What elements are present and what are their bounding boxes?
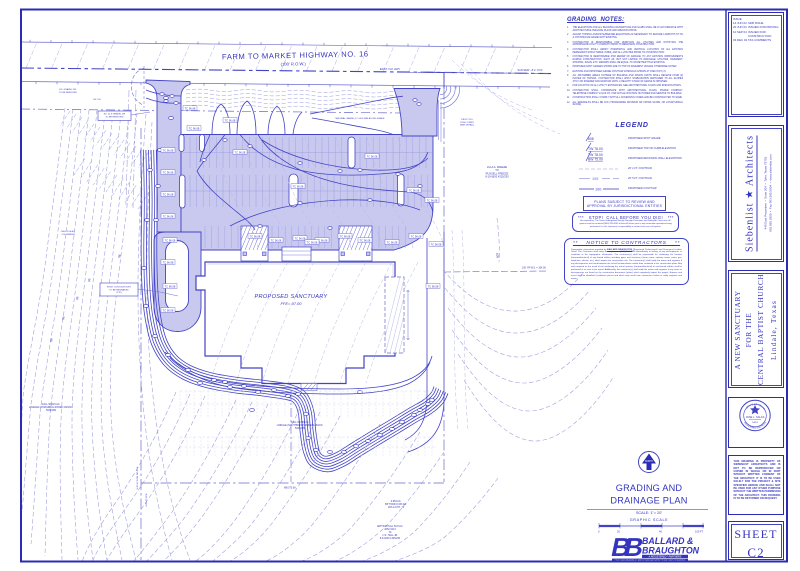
svg-text:FARM TO MARKET HIGHWAY NO. 16: FARM TO MARKET HIGHWAY NO. 16 [222,49,369,61]
svg-text:100: 100 [595,188,601,192]
svg-text:0: 0 [598,530,600,534]
svg-text:DRAINAGE PLAN: DRAINAGE PLAN [610,496,687,506]
svg-text:CALL 99.845 AC.: CALL 99.845 AC. [291,421,310,424]
svg-text:J. R. HALL JR.: J. R. HALL JR. [382,534,398,537]
svg-text:BP TODD 8.333 AC.: BP TODD 8.333 AC. [385,503,407,506]
svg-text:J. B. FREEZE: J. B. FREEZE [61,234,75,236]
svg-text:GRAPHIC SCALE: GRAPHIC SCALE [630,518,669,522]
svg-text:ARTHUR HALL 53.8 AC.: ARTHUR HALL 53.8 AC. [377,525,404,528]
svg-text:TC 96.08: TC 96.08 [163,148,174,152]
svg-text:BALLARD &: BALLARD & [642,536,693,546]
svg-text:NORTH: NORTH [645,461,653,463]
svg-text:40: 40 [659,530,662,534]
svg-text:TO: TO [495,168,499,172]
svg-text:TO BE REMOVED: TO BE REMOVED [59,92,78,94]
svg-text:TC 96.08: TC 96.08 [189,126,200,130]
svg-text:84953: 84953 [752,422,758,424]
svg-text:TC 96.08: TC 96.08 [411,234,422,238]
svg-text:S 89 47 26 W: S 89 47 26 W [146,492,148,506]
svg-text:TC 96.08: TC 96.08 [340,234,351,238]
svg-text:8-9-0233 1325/230: 8-9-0233 1325/230 [380,537,401,540]
svg-text:TC 96.08: TC 96.08 [250,234,261,238]
svg-text:A REGISTERED * PARTNERS: A REGISTERED * PARTNERS [648,555,682,558]
svg-text:BRAUGHTON: BRAUGHTON [642,546,700,556]
svg-text:(SEE DETAIL): (SEE DETAIL) [460,124,474,127]
svg-text:LDS 12 P.H. 73: LDS 12 P.H. 73 [388,506,405,509]
svg-text:TC 96.08: TC 96.08 [165,284,176,288]
svg-text:LINDALE (SOUTHWEST) RODEO ASSO: LINDALE (SOUTHWEST) RODEO ASSOC. [277,424,324,427]
svg-text:TC 96.08: TC 96.08 [307,240,318,244]
svg-text:CONC. DRWY: CONC. DRWY [460,122,475,124]
svg-text:MB 570.08: MB 570.08 [284,487,296,490]
svg-text:EX. 24 ft GRAVEL DR: EX. 24 ft GRAVEL DR [104,113,126,116]
svg-text:PROP. 24 ft: PROP. 24 ft [461,118,473,121]
svg-text:(TYP): (TYP) [116,292,122,294]
svg-text:TC 96.08: TC 96.08 [360,238,371,242]
svg-text:TC 96.08: TC 96.08 [225,118,236,122]
svg-text:TO BE REMOVED: TO BE REMOVED [105,116,124,118]
svg-text:TC 96.08: TC 96.08 [185,106,196,110]
svg-text:TC 96.08: TC 96.08 [428,284,439,288]
svg-text:TW 78.00: TW 78.00 [588,147,603,151]
svg-text:105: 105 [495,252,500,258]
svg-text:NATURAL GRADE @ 1.00% MIN ALON: NATURAL GRADE @ 1.00% MIN ALONG SWALE [336,117,385,120]
svg-text:96: 96 [61,316,66,320]
svg-text:96: 96 [49,338,54,342]
svg-text:6.954 AC.: 6.954 AC. [391,500,402,503]
svg-text:TC 96.08: TC 96.08 [163,308,174,312]
svg-text:EX. FH: EX. FH [93,99,100,101]
svg-text:100 FT: 100 FT [695,530,704,534]
svg-text:LINDALE CHAPARRAL RODEO ASSOC.: LINDALE CHAPARRAL RODEO ASSOC. [29,406,73,409]
svg-text:CALL 93.015 AC.: CALL 93.015 AC. [42,403,61,406]
svg-text:CALL 1.00 AC.: CALL 1.00 AC. [61,230,76,233]
svg-text:EXIST CONTOUR ELEV: EXIST CONTOUR ELEV [107,287,132,289]
svg-text:EXIST. F.M. HWY: EXIST. F.M. HWY [380,67,401,71]
svg-text:TC 96.08: TC 96.08 [235,150,246,154]
svg-text:8-19-5692 4325/230: 8-19-5692 4325/230 [485,175,509,179]
svg-text:TW 78.00: TW 78.00 [588,153,603,157]
svg-text:TC 96.08: TC 96.08 [293,184,304,188]
svg-text:TA: TA [389,531,392,534]
svg-text:TC 96.08: TC 96.08 [387,240,398,244]
svg-text:2052 0413: 2052 0413 [384,528,396,531]
svg-text:BW 75.00: BW 75.00 [588,158,603,162]
svg-text:CIVIL ENGINEERING LANDSCAPE A: CIVIL ENGINEERING LANDSCAPE ARCHITECTURE… [614,559,685,562]
svg-text:TC 96.08: TC 96.08 [163,192,174,196]
svg-text:SAN SEW - 8 in. PVC: SAN SEW - 8 in. PVC [517,68,542,72]
svg-text:TC 96.08: TC 96.08 [367,154,378,158]
svg-text:100 YR W.S. = 104.00: 100 YR W.S. = 104.00 [522,267,546,270]
svg-text:PROPOSED SANCTUARY: PROPOSED SANCTUARY [255,294,329,300]
svg-text:LULA A. FREEZE: LULA A. FREEZE [487,165,508,169]
svg-text:GRADING AND: GRADING AND [616,483,683,493]
svg-text:TC 96.08: TC 96.08 [163,214,174,218]
svg-text:TC 96.08: TC 96.08 [317,238,328,242]
svg-text:TC 96.08: TC 96.08 [295,236,306,240]
svg-text:TC 96.08: TC 96.08 [431,242,442,246]
svg-text:EX. GRAVEL DR.: EX. GRAVEL DR. [59,88,77,91]
svg-text:TC 96.08: TC 96.08 [427,198,438,202]
svg-text:JOSE L. SALAS: JOSE L. SALAS [746,415,765,419]
svg-text:FFE= 97.00: FFE= 97.00 [280,301,302,306]
svg-text:SCALE: 1"= 20': SCALE: 1"= 20' [636,511,663,515]
svg-text:TC 96.08: TC 96.08 [409,188,420,192]
svg-text:(100' R.O.W.): (100' R.O.W.) [281,61,307,67]
svg-text:5034/099: 5034/099 [46,409,57,412]
svg-text:96: 96 [87,278,92,282]
svg-text:105: 105 [592,177,598,181]
svg-text:TO BE REGRADED: TO BE REGRADED [109,288,129,291]
svg-text:5034/099: 5034/099 [295,427,306,430]
svg-text:RUSSELL FREEZE: RUSSELL FREEZE [486,171,509,175]
svg-text:N 00 12 34 W 345.67 ft: N 00 12 34 W 345.67 ft [136,466,139,489]
svg-text:20: 20 [617,530,620,534]
svg-text:TC 96.08: TC 96.08 [271,238,282,242]
svg-text:TC 96.08: TC 96.08 [163,170,174,174]
svg-text:608: 608 [588,137,594,141]
svg-text:96: 96 [75,296,80,300]
svg-text:TC 96.08: TC 96.08 [165,238,176,242]
svg-text:96: 96 [117,254,122,259]
svg-text:TC 96.08: TC 96.08 [163,260,174,264]
